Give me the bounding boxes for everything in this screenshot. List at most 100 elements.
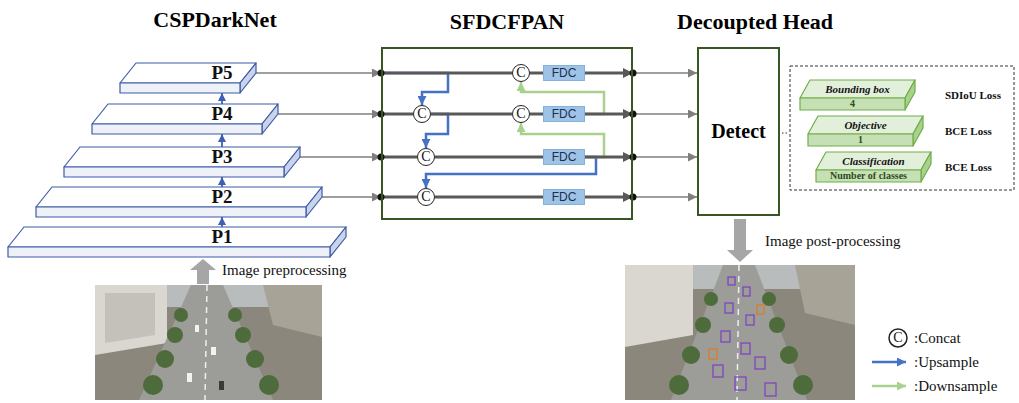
detect-head: Decoupted HeadDetect <box>697 47 780 216</box>
detection-box <box>735 377 746 390</box>
photo-trees <box>669 292 813 395</box>
side-face <box>913 116 923 146</box>
connector <box>585 113 633 116</box>
front-face <box>808 134 913 146</box>
process-arrow <box>727 219 753 262</box>
node-label: C <box>421 189 430 205</box>
fdc-block: FDC <box>543 106 585 122</box>
photo-lane <box>205 285 207 400</box>
detection-boxes <box>713 277 776 396</box>
leader-line <box>782 132 789 133</box>
neck-panel: CFDCCCFDCCFDCCFDCSFDCFPAN <box>381 47 633 220</box>
node-label: SFDCFPAN <box>450 9 564 35</box>
node-label: P3 <box>211 147 232 167</box>
side-face <box>330 227 346 257</box>
text-label: Image post-processing <box>765 232 900 250</box>
legend-samples <box>872 329 907 386</box>
legend-sample <box>872 386 906 387</box>
photo-building <box>263 285 322 337</box>
junction-dot <box>630 111 637 118</box>
node-label: P2 <box>211 187 232 207</box>
connector <box>221 217 223 227</box>
legend-label: :Upsample <box>914 353 979 371</box>
output-frame <box>790 66 1014 190</box>
node-label: Objective <box>844 119 886 132</box>
legend-arrow <box>872 385 906 388</box>
output-plate: Objective1 <box>808 116 923 146</box>
connector <box>585 156 633 159</box>
node-label: Classification <box>842 155 904 168</box>
node-label: P1 <box>211 227 232 247</box>
side-face <box>306 187 322 217</box>
photo-tree <box>762 292 776 306</box>
photo-cars <box>187 325 224 390</box>
detection-box <box>709 349 717 359</box>
node-label: 4 <box>850 98 855 110</box>
connector <box>256 72 381 74</box>
connector <box>633 156 697 158</box>
slab-outline <box>64 147 300 177</box>
text-label: SDIoU Loss <box>945 89 1001 102</box>
photo-building <box>95 285 167 355</box>
photo-lane <box>737 265 739 400</box>
feature-map-slab: P1 <box>8 227 346 257</box>
detection-box <box>757 305 764 314</box>
connector <box>381 196 417 199</box>
connector <box>278 113 381 115</box>
photo-ground <box>95 285 322 400</box>
legend-sample <box>872 362 906 363</box>
side-face <box>921 152 931 182</box>
concat-node: C <box>512 64 530 82</box>
photo-building <box>625 265 693 347</box>
detection-box <box>765 383 776 396</box>
top-face <box>808 116 923 134</box>
connector <box>585 196 633 199</box>
side-face <box>240 63 256 93</box>
top-face <box>800 80 915 98</box>
feature-map-slab: P5 <box>120 63 256 93</box>
top-face <box>816 152 931 170</box>
text-label: BCE Loss <box>945 161 992 174</box>
connector <box>530 113 543 116</box>
connector <box>431 113 512 116</box>
text-label: CSPDarkNet <box>153 7 276 33</box>
node-label: FDC <box>552 190 577 204</box>
front-face <box>816 170 921 182</box>
legend-label: :Concat <box>914 329 961 347</box>
photo-tree <box>780 346 798 364</box>
slab-outline <box>36 187 322 217</box>
top-face <box>8 227 346 247</box>
photo-tree <box>143 375 163 395</box>
detection-box <box>713 365 723 377</box>
photo-tree <box>769 317 785 333</box>
photo-building <box>795 265 855 325</box>
connector <box>381 113 413 116</box>
photo-tree <box>174 308 188 322</box>
photo-tree <box>695 317 711 333</box>
connector <box>221 93 223 104</box>
slab-outline <box>92 104 278 134</box>
detection-box <box>728 277 735 285</box>
connector <box>585 72 633 75</box>
photo-tree <box>228 308 242 322</box>
top-face <box>64 147 300 167</box>
photo-car <box>211 347 216 355</box>
output-photo <box>625 265 855 400</box>
photo-trees <box>143 308 279 395</box>
output-plate: ClassificationNumber of classes <box>816 152 931 182</box>
node-label: P5 <box>211 63 232 83</box>
feature-map-slab: P3 <box>64 147 300 177</box>
junction-dot <box>630 194 637 201</box>
connector <box>435 156 543 159</box>
concat-node: C <box>512 105 530 123</box>
connector <box>633 72 697 74</box>
junction-dot <box>630 70 637 77</box>
top-face <box>120 63 256 83</box>
photo-tree <box>682 346 700 364</box>
node-label: P4 <box>211 104 232 124</box>
connector <box>322 196 381 198</box>
concat-node: C <box>417 148 435 166</box>
